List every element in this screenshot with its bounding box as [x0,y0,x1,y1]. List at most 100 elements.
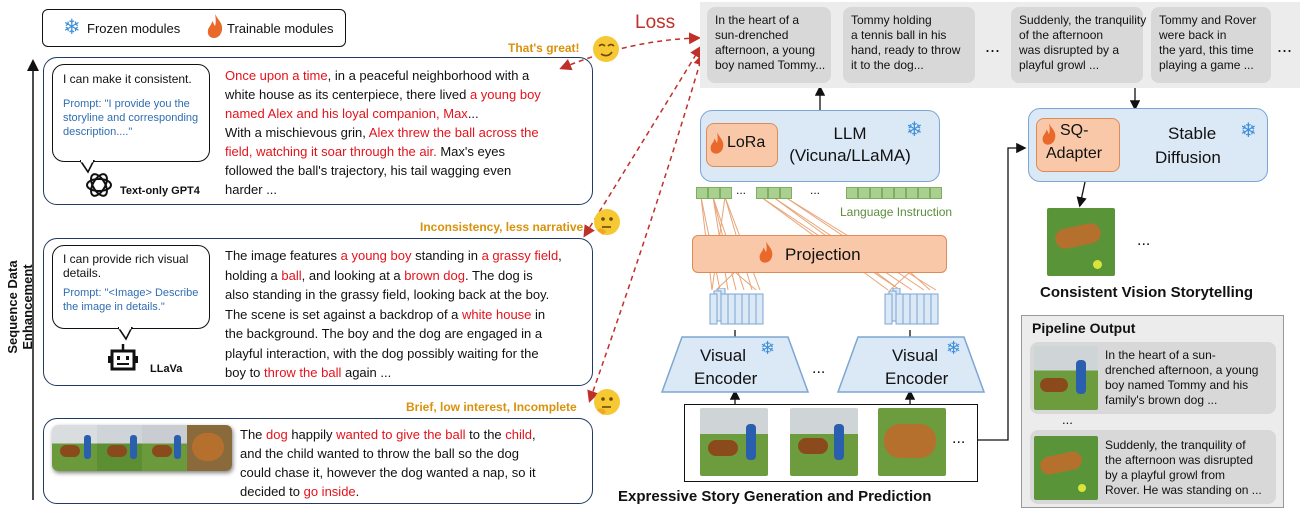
pipeline-ellipsis: ... [1062,412,1073,427]
projection-box [692,235,947,273]
images-to-adapter-line [978,142,1027,441]
snowflake-icon: ❄ [946,338,962,358]
bottom-caption: Expressive Story Generation and Predicti… [618,488,932,505]
story-line: and the child wanted to throw the ball s… [240,444,536,463]
story-text: and the child wanted to throw the ball s… [240,446,519,461]
projection-label: Projection [785,245,861,264]
sq-adapter-label-line1: SQ- [1060,122,1089,139]
input-images-frame [684,404,978,482]
encoder-ellipsis: ... [812,360,826,377]
vertical-axis-label: Sequence Data Enhancement [5,260,35,354]
raw-story: The dog happily wanted to give the ball … [240,425,536,501]
story-text: the background. The boy and the dog are … [225,326,543,341]
story-line: playful interaction, with the dog possib… [225,344,562,364]
token-square [906,187,918,199]
story-line: decided to go inside. [240,482,536,501]
highlighted-phrase: wanted to give the ball [336,427,466,442]
token-ellipsis: ... [736,183,747,197]
visual-encoder-right [836,336,986,393]
token-square [930,187,942,199]
consistent-caption: Consistent Vision Storytelling [1040,284,1254,301]
story-line: named Alex and his loyal companion, Max.… [225,104,541,123]
story-text: ... [467,106,479,121]
loss-arrow-3 [587,53,706,403]
pipeline-image-2 [1034,436,1098,500]
token-square [756,187,768,199]
story-text: standing in [411,248,482,263]
highlighted-phrase: brown dog [404,267,465,283]
story-text: holding a [225,267,282,283]
highlighted-phrase: ball [281,267,302,283]
story-line: followed the ball's trajectory, his tail… [225,161,541,180]
token-square [720,187,732,199]
story-line: harder ... [225,180,541,199]
flame-icon [709,131,725,160]
snowflake-icon: ❄ [906,119,923,141]
generated-ellipsis: ... [1137,232,1151,249]
language-instruction-label: Language Instruction [840,205,953,219]
highlighted-phrase: dog [266,427,288,442]
token-square [708,187,720,199]
gpt4-bubble-tail [80,160,95,174]
highlighted-phrase: named Alex and his loyal companion, Max [225,106,468,121]
gpt4-name: Text-only GPT4 [120,185,200,197]
highlighted-phrase: throw the ball [264,365,342,380]
story-line: Once upon a time, in a peaceful neighbor… [225,66,541,85]
flame-icon [206,13,224,44]
highlighted-phrase: go inside [303,484,356,499]
stable-diffusion-label-line1: Stable [1168,124,1217,143]
highlighted-phrase: a grassy field [481,248,559,263]
story-line: The image features a young boy standing … [225,246,562,266]
token-square [870,187,882,199]
input-images-ellipsis: ... [952,430,966,447]
thinking-emoji-icon [593,208,621,241]
story-text: , and looking at a [301,267,405,283]
story-line: holding a ball, and looking at a brown d… [225,266,562,286]
story-line: The scene is set against a backdrop of a… [225,305,562,325]
input-image-3 [878,408,946,476]
raw-panel [43,418,593,504]
story-line: the background. The boy and the dog are … [225,324,562,344]
gpt4-bubble-text: I can make it consistent. [63,72,192,86]
llm-title: LLM [833,124,867,143]
story-cards-ellipsis: ... [985,36,1001,56]
highlighted-phrase: white house [462,306,532,322]
gpt4-speech-bubble [52,64,210,162]
story-text: boy to [225,365,265,380]
gpt4-story: Once upon a time, in a peaceful neighbor… [225,66,541,199]
story-line: field, watching it soar through the air.… [225,142,541,161]
story-text: . [355,484,360,499]
llava-name: LLaVa [150,363,183,375]
visual-encoder-label-line1: Visual [892,346,938,365]
story-text: The [240,427,267,442]
smirk-emoji-icon [592,35,620,68]
story-text: decided to [240,484,304,499]
visual-encoder-left [660,336,810,393]
story-text: again ... [341,365,392,380]
story-cards-ellipsis-end: ... [1277,36,1293,56]
story-text: also standing in the grassy field, looki… [225,287,550,302]
story-text: in [531,306,546,322]
highlighted-phrase: Alex threw the ball across the [368,125,539,140]
sd-to-image-arrow [1076,181,1087,208]
story-line: boy to throw the ball again ... [225,363,562,383]
pipeline-title: Pipeline Output [1032,320,1136,336]
story-text: The image features [225,248,341,263]
loss-arrow-2 [583,45,702,238]
visual-encoder-label-line2: Encoder [694,369,758,388]
story-text: , [558,248,562,263]
snowflake-icon: ❄ [63,16,81,39]
highlighted-phrase: field, watching it soar through the air. [225,144,437,159]
story-line: The dog happily wanted to give the ball … [240,425,536,444]
input-image-1 [700,408,768,476]
sq-adapter-label-line2: Adapter [1046,145,1103,162]
llava-speech-bubble [52,245,210,329]
llava-bubble-tail [118,327,133,341]
token-square [846,187,858,199]
highlighted-phrase: Once upon a time [225,68,328,83]
